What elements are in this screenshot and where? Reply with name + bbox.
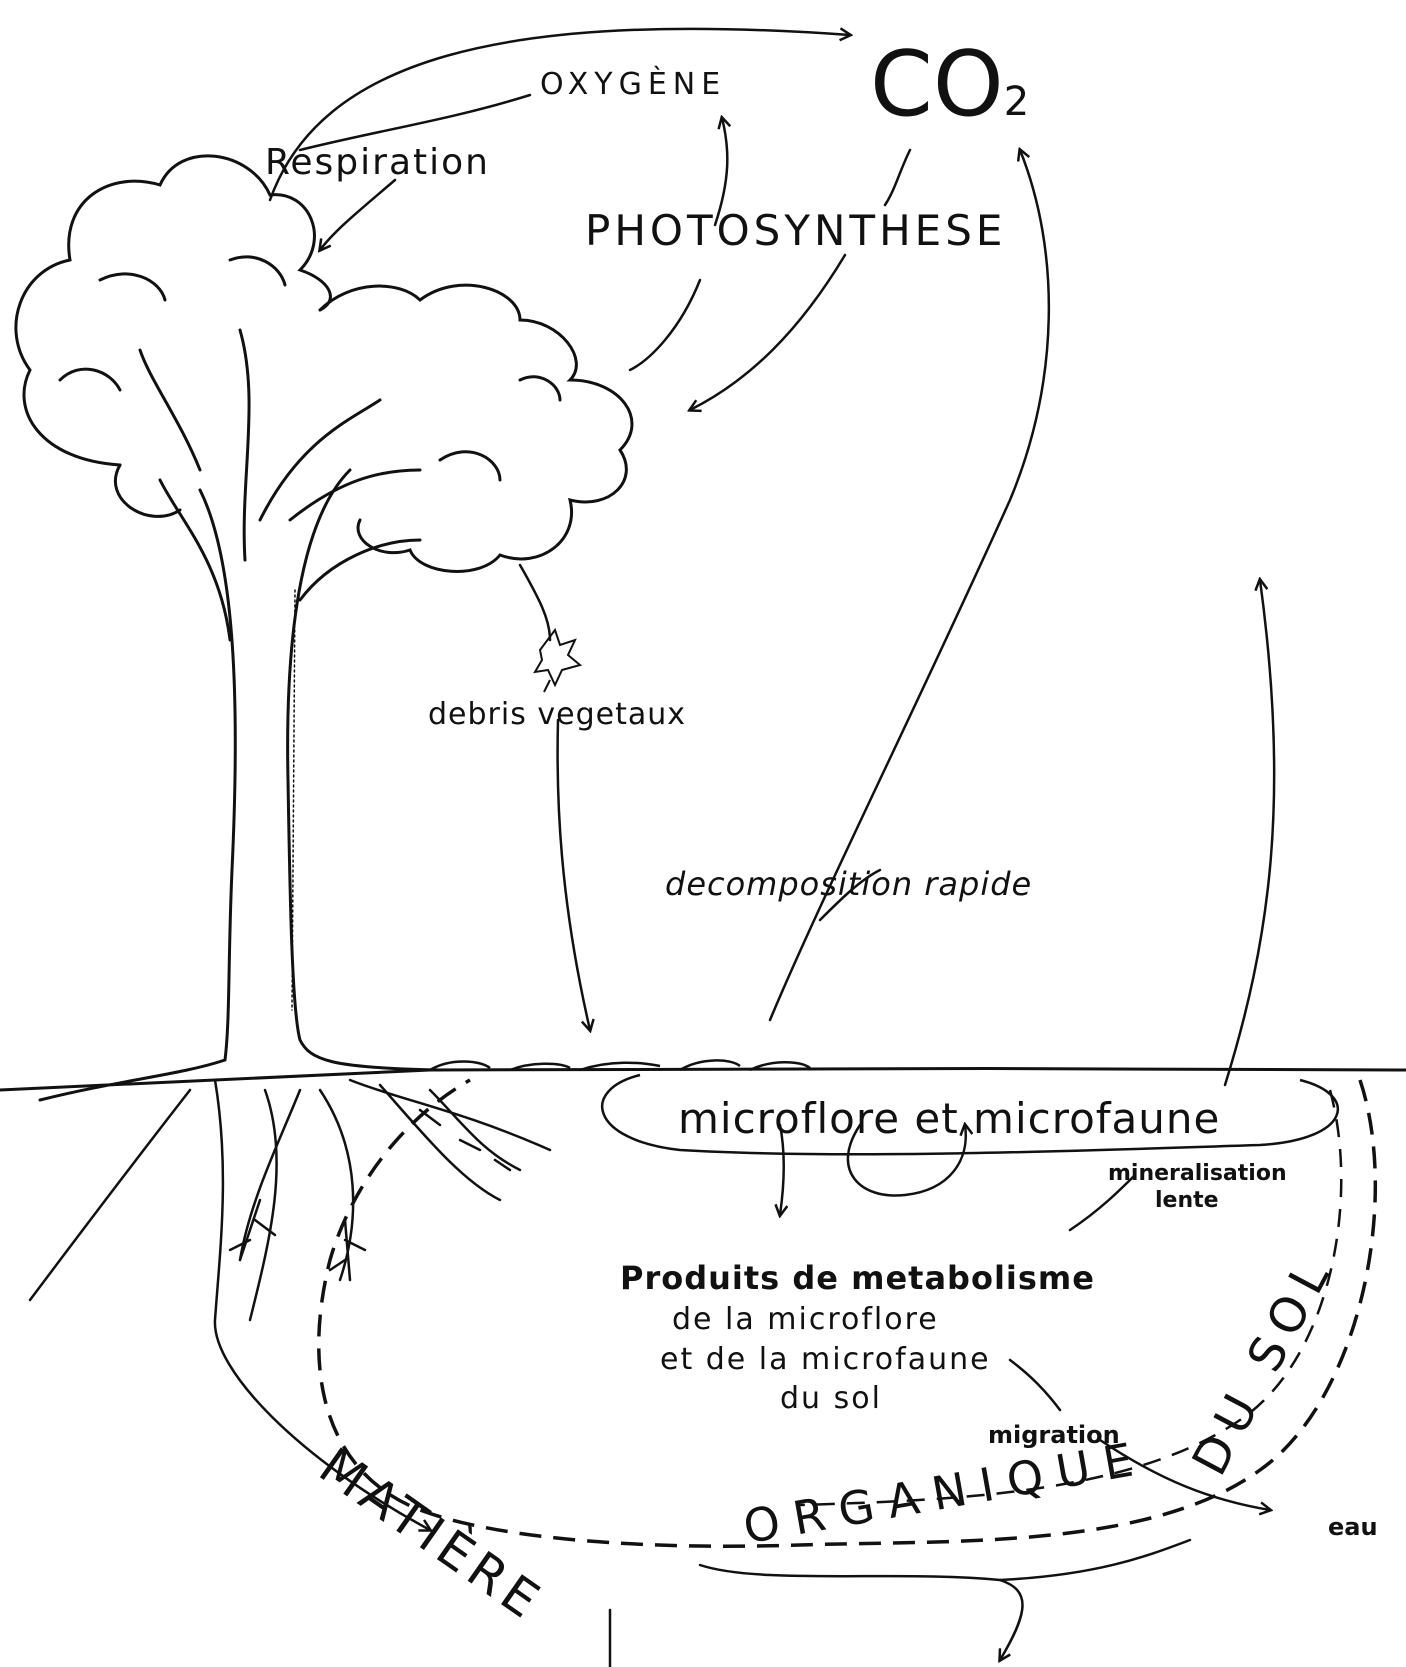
respiration-label: Respiration (265, 145, 490, 181)
co2-label-subscript: 2 (1004, 79, 1029, 125)
rapid-decomposition-label: decomposition rapide (665, 868, 1032, 900)
metabolism-products-label-3: et de la microfaune (660, 1345, 991, 1375)
photosynthesis-uptake-arrow (690, 255, 845, 410)
cycle-arrows (270, 29, 1274, 1667)
falling-leaf-icon (535, 630, 580, 692)
oxygen-label: OXYGÈNE (540, 70, 726, 100)
debris-fall-arrow (520, 565, 550, 640)
photosynthesis-label: PHOTOSYNTHESE (585, 210, 1006, 252)
slow-mineralisation-arrow (1225, 580, 1274, 1085)
slow-mineralisation-label-1: mineralisation (1108, 1163, 1287, 1185)
bottom-brace-right (1000, 1540, 1190, 1580)
co2-label-main: CO (870, 32, 1004, 137)
debris-to-ground-arrow (558, 720, 590, 1030)
co2-label: CO2 (870, 40, 1029, 130)
respiration-arrow (320, 180, 395, 250)
slow-mineralisation-label-2: lente (1155, 1190, 1219, 1212)
ground-line (0, 1069, 1406, 1091)
metabolism-products-label-1: Produits de metabolisme (620, 1262, 1095, 1294)
plant-debris-label: debris vegetaux (428, 700, 686, 730)
photosynthesis-leaf-line (630, 280, 700, 370)
tree-trunk (40, 330, 440, 1100)
bottom-brace (700, 1565, 1023, 1660)
co2-link-line (885, 150, 910, 205)
metabolism-products-label-2: de la microflore (672, 1305, 939, 1335)
microflora-microfauna-label: microflore et microfaune (678, 1098, 1220, 1140)
migration-link-line (1010, 1360, 1060, 1410)
tree-roots (30, 1080, 550, 1530)
metabolism-products-label-4: du sol (780, 1384, 882, 1414)
water-label: eau (1328, 1515, 1378, 1539)
